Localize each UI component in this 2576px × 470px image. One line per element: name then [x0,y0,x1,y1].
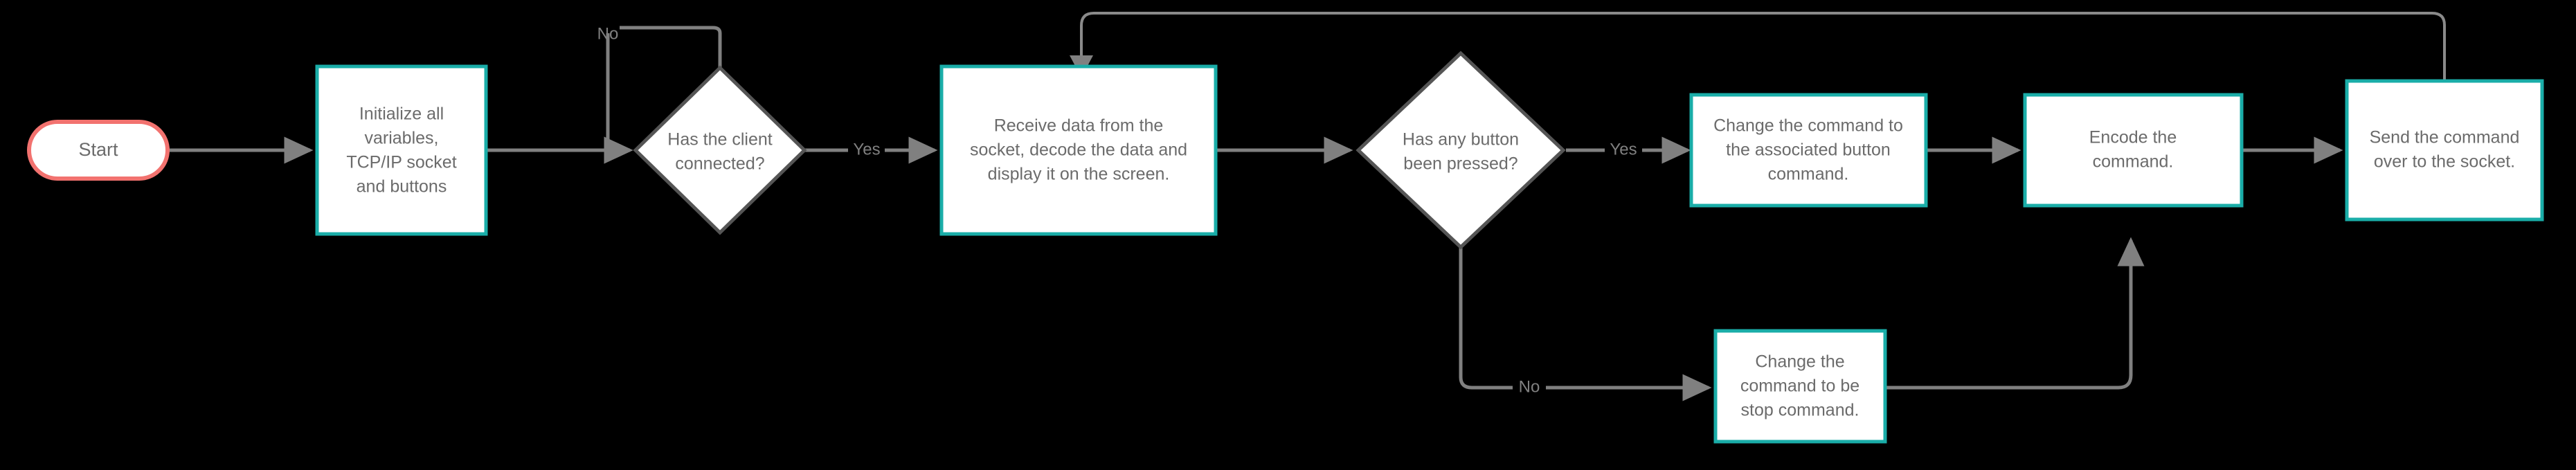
client-decision-shape [633,65,807,235]
button-decision-line-1: Has any button [1403,130,1519,150]
edge-stop-command-to-encode [1886,237,2145,390]
start-terminator-shape [27,120,170,181]
change-stop-command-line-3: stop command. [1741,401,1859,420]
node-receive-data[interactable]: Receive data from the socket, decode the… [939,64,1218,236]
change-button-command-box-shape [1689,93,1928,208]
node-button-pressed-decision[interactable]: Has any button been pressed? [1355,51,1566,250]
initialize-line-3: TCP/IP socket [346,153,456,172]
edge-client-no-segment-down [604,33,633,164]
edge-label-client-yes: Yes [853,140,880,159]
initialize-box-shape [315,64,488,236]
node-initialize[interactable]: Initialize all variables, TCP/IP socket … [315,64,488,236]
change-stop-command-box-shape [1713,329,1887,444]
edge-button-no-segment [1459,247,1513,390]
client-decision-line-1: Has the client [667,130,773,150]
change-stop-command-line-1: Change the [1755,352,1844,372]
initialize-line-4: and buttons [357,177,447,197]
client-decision-line-2: connected? [675,154,764,174]
node-client-connected-decision[interactable]: Has the client connected? [633,65,807,235]
node-send-command[interactable]: Send the command over to the socket. [2345,79,2544,222]
encode-command-line-1: Encode the [2089,128,2177,147]
node-encode-command[interactable]: Encode the command. [2023,93,2244,208]
edge-client-no-segment-up [620,26,722,68]
node-change-to-stop-command[interactable]: Change the command to be stop command. [1713,329,1887,444]
encode-command-line-2: command. [2093,152,2174,172]
change-button-command-line-1: Change the command to [1713,116,1903,136]
initialize-line-2: variables, [365,129,439,148]
send-command-line-1: Send the command [2370,128,2520,147]
encode-command-box-shape [2023,93,2244,208]
button-decision-shape [1355,51,1566,250]
send-command-line-2: over to the socket. [2374,152,2515,172]
initialize-line-1: Initialize all [359,105,444,124]
change-stop-command-line-2: command to be [1740,377,1859,396]
edge-label-button-no: No [1519,377,1540,396]
receive-data-line-2: socket, decode the data and [970,141,1187,160]
receive-data-box-shape [939,64,1218,236]
receive-data-line-1: Receive data from the [994,116,1164,136]
change-button-command-line-3: command. [1768,165,1849,184]
edge-label-client-no: No [597,24,619,43]
button-decision-line-2: been pressed? [1403,154,1517,174]
edge-label-button-yes: Yes [1610,140,1637,159]
node-change-to-button-command[interactable]: Change the command to the associated but… [1689,93,1928,208]
change-button-command-line-2: the associated button [1726,141,1891,160]
send-command-box-shape [2345,79,2544,222]
edge-send-loopback-to-receive [1080,12,2446,81]
receive-data-line-3: display it on the screen. [988,165,1170,184]
node-start[interactable]: Start [27,120,170,181]
start-label: Start [78,139,118,160]
